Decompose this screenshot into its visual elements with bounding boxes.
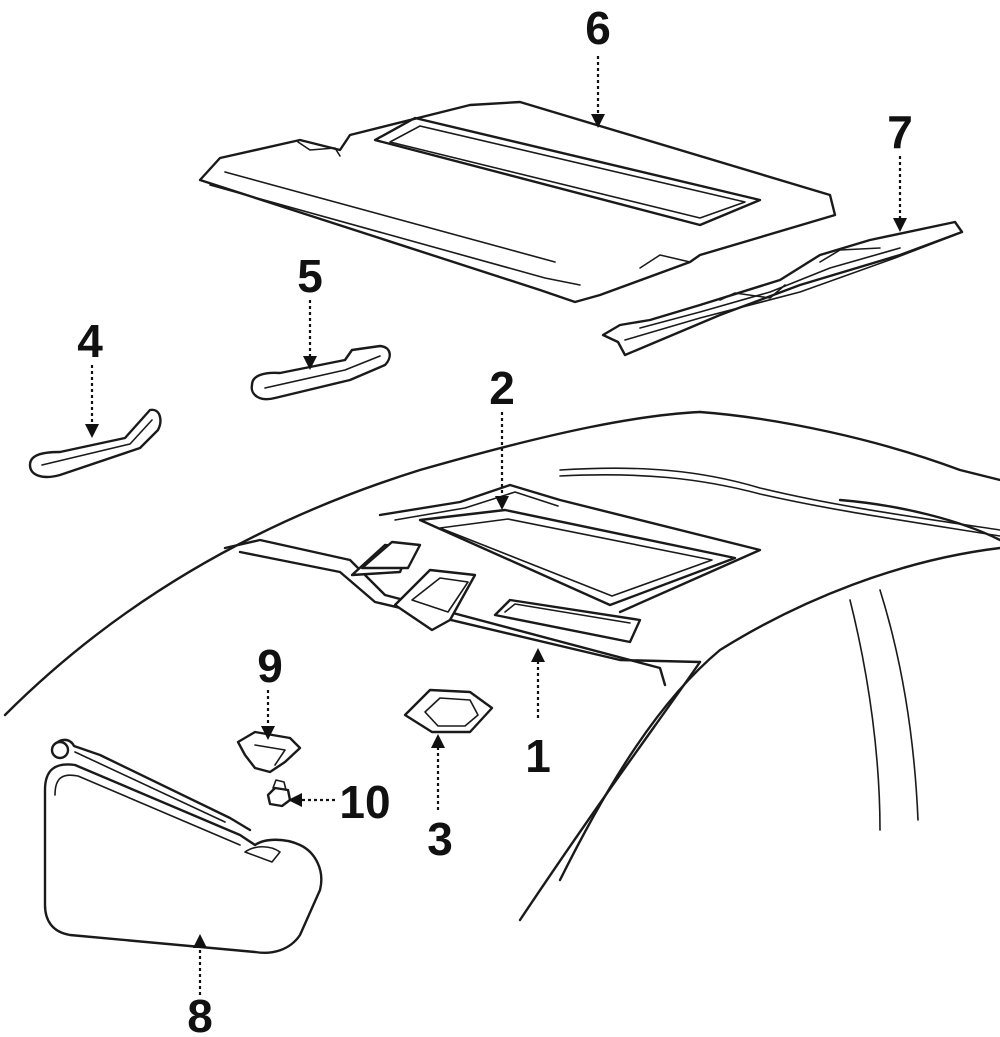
callout-2: 2 xyxy=(489,362,515,414)
callout-1: 1 xyxy=(525,730,551,782)
callout-5: 5 xyxy=(297,250,323,302)
callout-4: 4 xyxy=(77,315,103,367)
vehicle-roof-outline xyxy=(3,410,1000,922)
callout-8: 8 xyxy=(187,990,213,1037)
leader-lines xyxy=(85,56,907,995)
sunroof-track xyxy=(601,220,964,357)
screw xyxy=(266,779,292,808)
callout-labels: 6 7 5 4 2 9 1 10 3 8 xyxy=(77,2,913,1037)
callout-9: 9 xyxy=(257,640,283,692)
headliner xyxy=(350,483,762,644)
dome-lamp xyxy=(403,688,494,734)
sunroof-panel xyxy=(198,100,837,304)
callout-7: 7 xyxy=(887,106,913,158)
assist-handle-upper xyxy=(250,344,391,401)
assist-handle-lower xyxy=(28,408,162,479)
sun-visor xyxy=(43,738,323,954)
callout-3: 3 xyxy=(427,813,453,865)
callout-6: 6 xyxy=(585,2,611,54)
callout-10: 10 xyxy=(339,776,390,828)
